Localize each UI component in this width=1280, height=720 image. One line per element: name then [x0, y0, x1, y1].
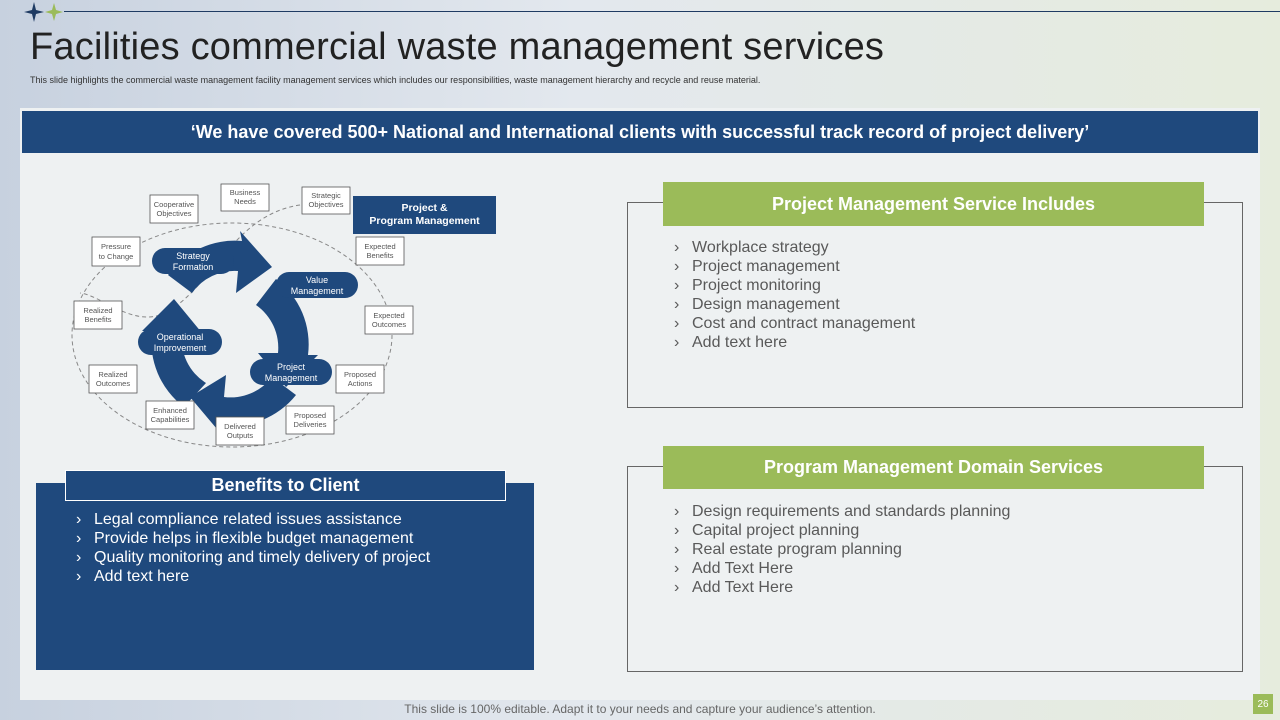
arrow-label-strategy-line-1: Strategy — [176, 251, 210, 261]
arrow-label-value-line-1: Value — [306, 275, 328, 285]
program-management-item: Capital project planning — [674, 521, 1010, 540]
arrow-label-value: Value Management — [276, 272, 358, 298]
node-proposed-actions: Proposed Actions — [335, 364, 385, 394]
project-management-header: Project Management Service Includes — [663, 182, 1204, 226]
program-box-line-1: Project & — [401, 202, 448, 214]
page-number: 26 — [1253, 694, 1273, 714]
node-enhanced-capabilities: Enhanced Capabilities — [145, 400, 195, 430]
arrow-label-operational-line-2: Improvement — [154, 343, 207, 353]
arrow-label-operational: Operational Improvement — [138, 329, 222, 355]
outer-dashed-ring — [71, 222, 393, 448]
node-strategic-objectives: Strategic Objectives — [301, 186, 351, 215]
node-delivered-outputs-line-2: Outputs — [227, 431, 254, 440]
inner-dashed-path — [79, 204, 301, 318]
program-management-item: Add Text Here — [674, 578, 1010, 597]
node-business-needs-line-2: Needs — [234, 197, 256, 206]
node-delivered-outputs: Delivered Outputs — [215, 416, 265, 446]
arrow-label-project-line-1: Project — [277, 362, 306, 372]
top-divider-line — [64, 11, 1280, 12]
node-pressure-to-change-line-1: Pressure — [101, 242, 131, 251]
node-enhanced-capabilities-line-2: Capabilities — [151, 415, 190, 424]
node-cooperative-objectives: Cooperative Objectives — [149, 194, 199, 224]
arrow-label-strategy-line-2: Formation — [173, 262, 214, 272]
page-title: Facilities commercial waste management s… — [30, 26, 885, 68]
node-expected-outcomes-line-2: Outcomes — [372, 320, 406, 329]
program-management-box: Project & Program Management — [353, 196, 496, 234]
node-delivered-outputs-line-1: Delivered — [224, 422, 256, 431]
management-cycle-diagram: Strategy Formation Value Management Proj… — [71, 183, 414, 448]
program-management-header: Program Management Domain Services — [663, 446, 1204, 489]
footer-note: This slide is 100% editable. Adapt it to… — [404, 702, 876, 716]
arrow-label-project-line-2: Management — [265, 373, 318, 383]
project-management-item: Workplace strategy — [674, 238, 915, 257]
arrow-label-strategy: Strategy Formation — [152, 248, 234, 274]
node-realized-outcomes-line-2: Outcomes — [96, 379, 130, 388]
project-management-item: Project monitoring — [674, 276, 915, 295]
benefits-list: Legal compliance related issues assistan… — [76, 510, 430, 586]
benefits-list-item: Quality monitoring and timely delivery o… — [76, 548, 430, 567]
program-management-item: Design requirements and standards planni… — [674, 502, 1010, 521]
benefits-list-item: Legal compliance related issues assistan… — [76, 510, 430, 529]
node-business-needs-line-1: Business — [230, 188, 261, 197]
node-expected-benefits: Expected Benefits — [355, 236, 405, 266]
node-pressure-to-change: Pressure to Change — [91, 236, 141, 267]
node-realized-outcomes: Realized Outcomes — [88, 364, 138, 394]
program-management-list: Design requirements and standards planni… — [674, 502, 1010, 597]
program-management-item: Add Text Here — [674, 559, 1010, 578]
node-cooperative-objectives-line-2: Objectives — [156, 209, 191, 218]
node-realized-benefits-line-1: Realized — [83, 306, 112, 315]
arrow-label-operational-line-1: Operational — [157, 332, 204, 342]
arrow-label-value-line-2: Management — [291, 286, 344, 296]
project-management-item: Cost and contract management — [674, 314, 915, 333]
node-enhanced-capabilities-line-1: Enhanced — [153, 406, 187, 415]
node-expected-outcomes: Expected Outcomes — [364, 305, 414, 335]
program-management-item: Real estate program planning — [674, 540, 1010, 559]
page-subtitle: This slide highlights the commercial was… — [30, 75, 761, 85]
node-expected-outcomes-line-1: Expected — [373, 311, 404, 320]
project-management-item: Add text here — [674, 333, 915, 352]
node-realized-outcomes-line-1: Realized — [98, 370, 127, 379]
clients-banner: ‘We have covered 500+ National and Inter… — [22, 111, 1258, 153]
star-decoration-icon — [24, 2, 63, 22]
program-box-line-2: Program Management — [369, 215, 480, 227]
benefits-list-item: Add text here — [76, 567, 430, 586]
node-cooperative-objectives-line-1: Cooperative — [154, 200, 194, 209]
benefits-list-item: Provide helps in flexible budget managem… — [76, 529, 430, 548]
node-strategic-objectives-line-1: Strategic — [311, 191, 341, 200]
node-business-needs: Business Needs — [220, 183, 270, 212]
node-realized-benefits: Realized Benefits — [73, 300, 123, 330]
arrow-label-project: Project Management — [250, 359, 332, 385]
node-proposed-actions-line-1: Proposed — [344, 370, 376, 379]
node-proposed-actions-line-2: Actions — [348, 379, 373, 388]
node-realized-benefits-line-2: Benefits — [84, 315, 111, 324]
project-management-list: Workplace strategy Project management Pr… — [674, 238, 915, 352]
node-strategic-objectives-line-2: Objectives — [308, 200, 343, 209]
node-proposed-deliveries-line-2: Deliveries — [294, 420, 327, 429]
node-expected-benefits-line-1: Expected — [364, 242, 395, 251]
node-proposed-deliveries: Proposed Deliveries — [285, 405, 335, 435]
node-pressure-to-change-line-2: to Change — [99, 252, 134, 261]
benefits-header: Benefits to Client — [65, 470, 506, 501]
node-expected-benefits-line-2: Benefits — [366, 251, 393, 260]
project-management-item: Design management — [674, 295, 915, 314]
project-management-item: Project management — [674, 257, 915, 276]
node-proposed-deliveries-line-1: Proposed — [294, 411, 326, 420]
